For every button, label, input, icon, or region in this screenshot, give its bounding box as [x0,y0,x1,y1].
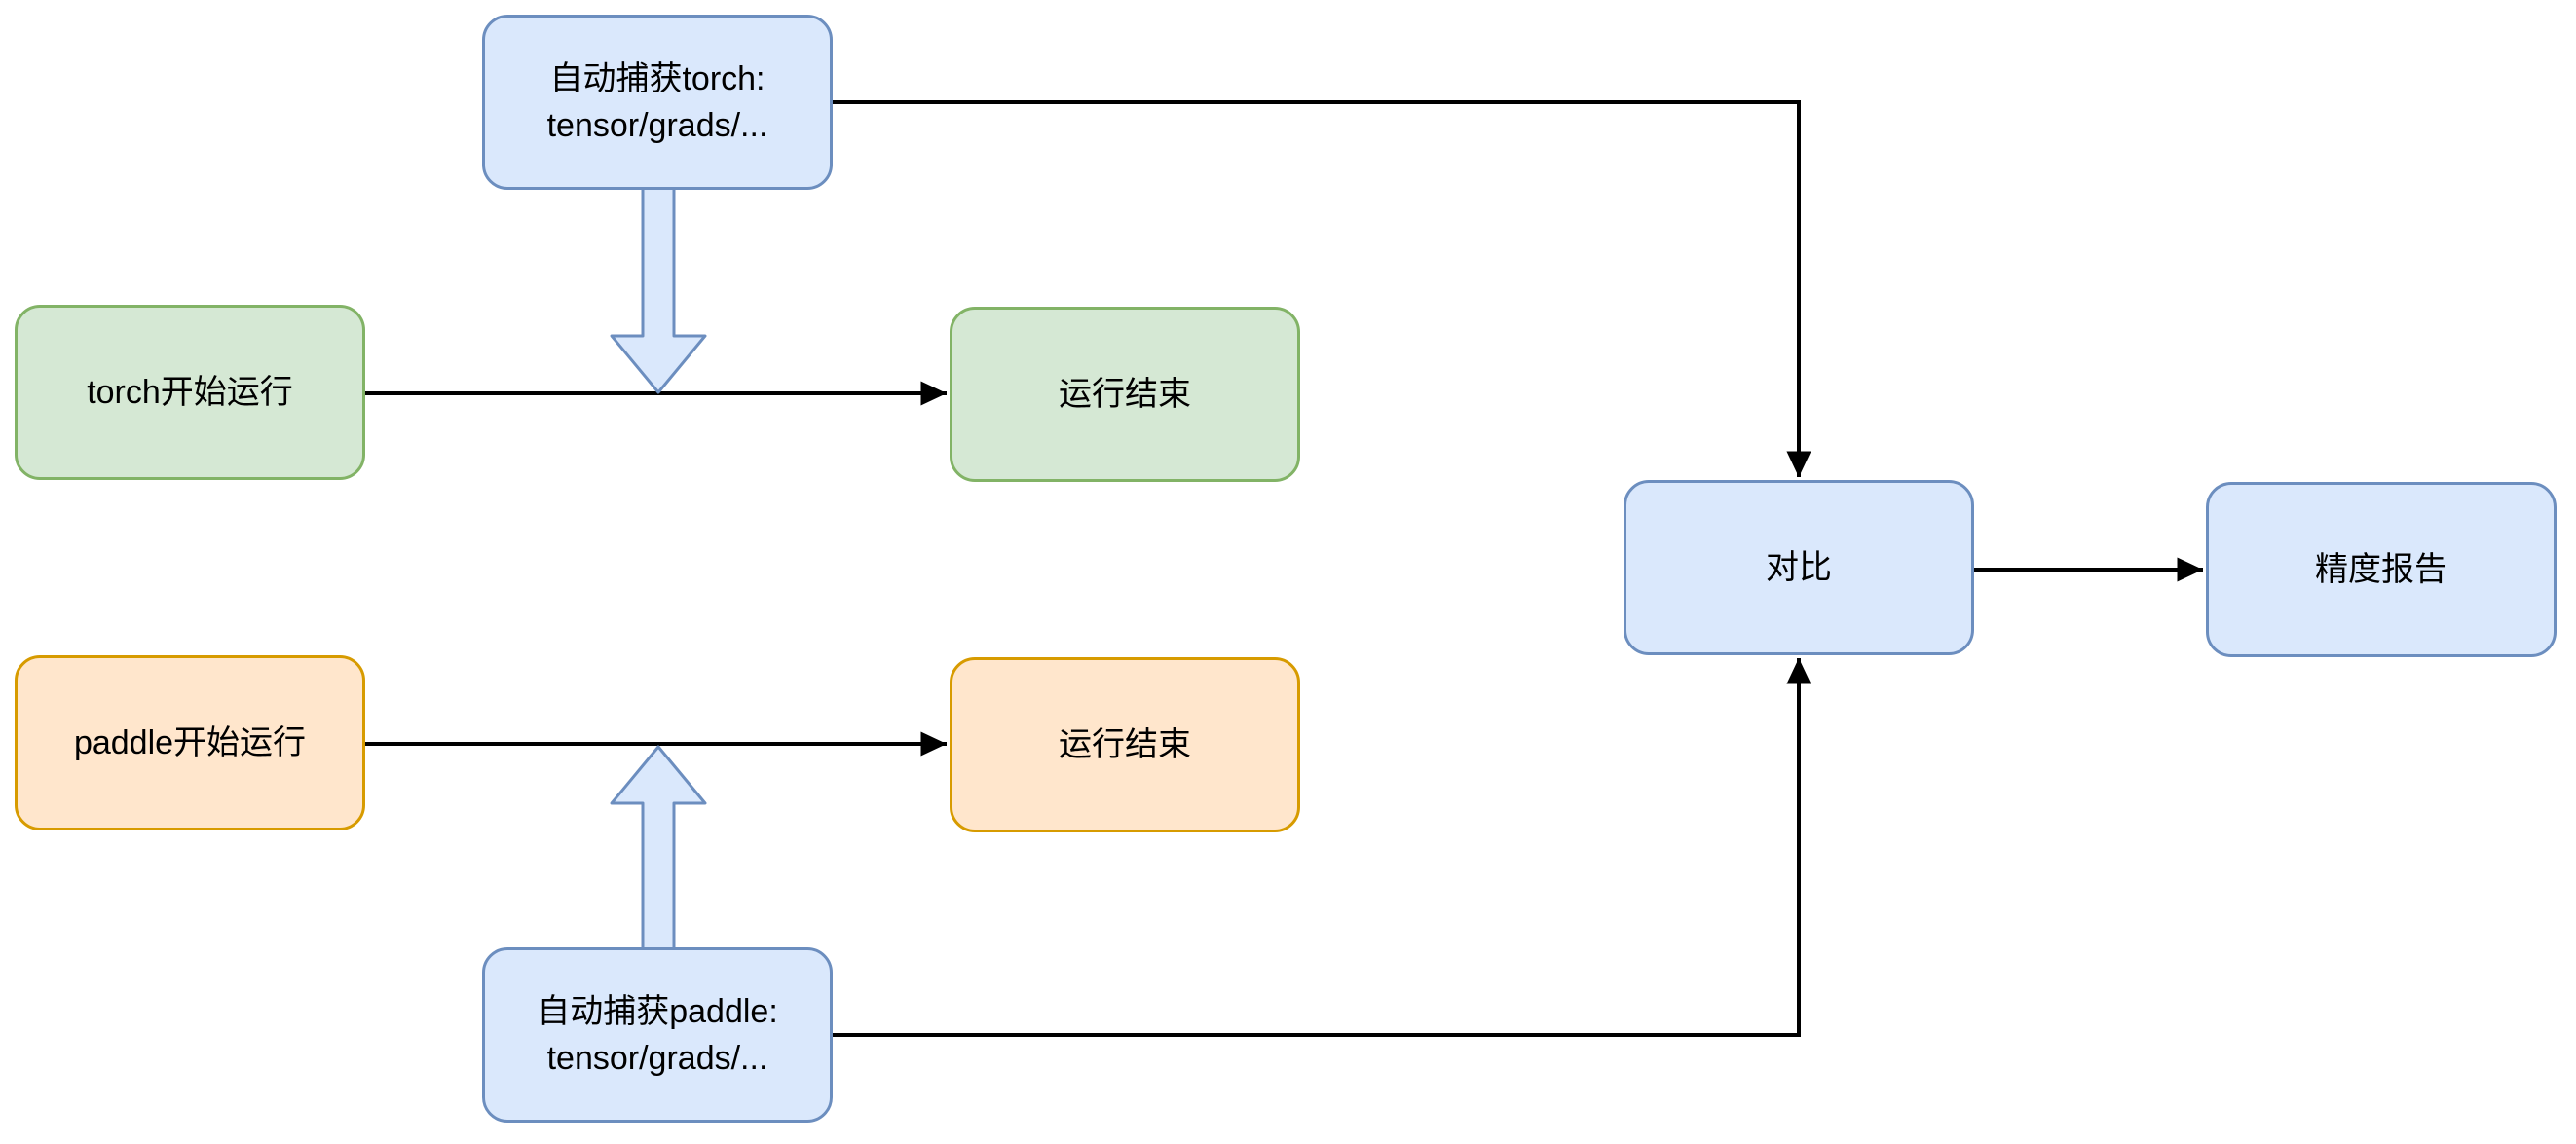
node-torch-capture-label-line1: 自动捕获torch: [549,60,765,97]
node-torch-start: torch开始运行 [15,305,365,480]
node-paddle-start: paddle开始运行 [15,655,365,830]
node-paddle-end-label: 运行结束 [1059,726,1191,763]
node-paddle-end: 运行结束 [950,657,1300,832]
node-torch-start-label: torch开始运行 [87,374,293,411]
node-torch-end-label: 运行结束 [1059,376,1191,413]
node-torch-end: 运行结束 [950,307,1300,482]
node-torch-capture: 自动捕获torch: tensor/grads/... [482,15,833,190]
node-paddle-capture-label-line1: 自动捕获paddle: [537,993,778,1030]
paddle-capture-to-compare-arrow [833,658,1811,1037]
node-paddle-capture: 自动捕获paddle: tensor/grads/... [482,947,833,1123]
torch-capture-block-arrow-down-icon [610,183,707,394]
node-report: 精度报告 [2206,482,2557,657]
node-compare-label: 对比 [1766,549,1832,586]
node-torch-capture-label-line2: tensor/grads/... [546,107,768,144]
node-report-label: 精度报告 [2315,551,2447,588]
node-compare: 对比 [1624,480,1974,655]
node-paddle-start-label: paddle开始运行 [73,724,307,761]
paddle-capture-block-arrow-up-icon [610,745,707,954]
torch-capture-to-compare-arrow [833,100,1811,477]
node-paddle-capture-label-line2: tensor/grads/... [546,1040,768,1077]
